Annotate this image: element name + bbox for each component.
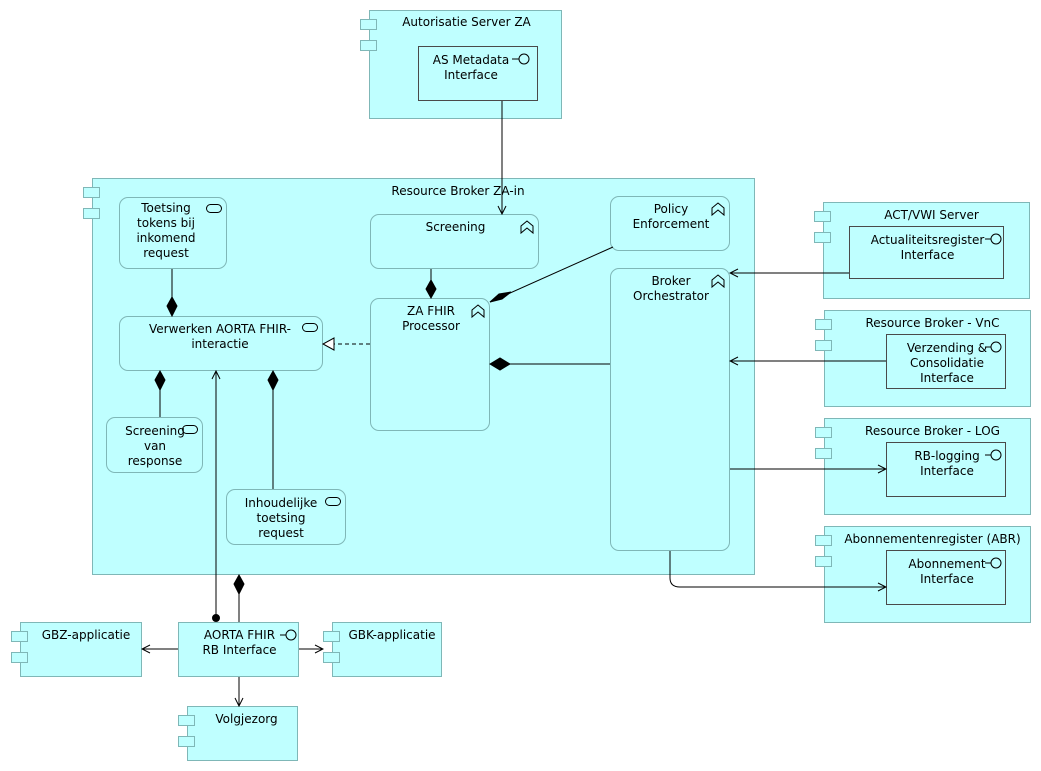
component-tab-icon: [83, 187, 100, 198]
interface-actualiteitsregister[interactable]: Actualiteitsregister Interface: [849, 226, 1004, 279]
component-tab-icon: [323, 652, 340, 663]
interface-verzending-consolidatie[interactable]: Verzending & Consolidatie Interface: [886, 334, 1006, 389]
component-gbk-applicatie[interactable]: GBK-applicatie: [332, 622, 442, 677]
label-act-vwi-server: ACT/VWI Server: [884, 208, 979, 222]
component-volgjezorg[interactable]: Volgjezorg: [187, 706, 298, 761]
component-tab-icon: [815, 448, 832, 459]
component-tab-icon: [178, 715, 195, 726]
component-tab-icon: [360, 19, 377, 30]
function-screening[interactable]: Screening: [370, 214, 539, 269]
component-tab-icon: [815, 535, 832, 546]
interface-as-metadata[interactable]: AS Metadata Interface: [418, 46, 538, 101]
interface-abonnement[interactable]: Abonnement Interface: [886, 550, 1006, 605]
component-tab-icon: [360, 40, 377, 51]
service-icon: [182, 425, 198, 434]
component-tab-icon: [11, 631, 28, 642]
label-aorta-fhir-rb: AORTA FHIR RB Interface: [202, 628, 277, 657]
label-toetsing-tokens: Toetsing tokens bij inkomend request: [136, 201, 196, 260]
component-tab-icon: [11, 652, 28, 663]
label-inhoudelijke-toetsing: Inhoudelijke toetsing request: [244, 496, 318, 540]
component-tab-icon: [178, 736, 195, 747]
label-verzending-consolidatie: Verzending & Consolidatie Interface: [906, 341, 988, 385]
label-resource-broker-vnc: Resource Broker - VnC: [865, 316, 1000, 330]
label-resource-broker-za-in: Resource Broker ZA-in: [391, 184, 525, 198]
label-broker-orchestrator: Broker Orchestrator: [633, 274, 709, 303]
interface-aorta-fhir-rb[interactable]: AORTA FHIR RB Interface: [178, 622, 299, 677]
component-tab-icon: [815, 340, 832, 351]
label-abonnementenregister: Abonnementenregister (ABR): [844, 532, 1021, 546]
label-autorisatie-server-za: Autorisatie Server ZA: [402, 15, 531, 29]
label-as-metadata: AS Metadata Interface: [432, 53, 510, 82]
label-volgjezorg: Volgjezorg: [215, 712, 278, 726]
label-resource-broker-log: Resource Broker - LOG: [865, 424, 1000, 438]
label-screening: Screening: [425, 220, 486, 234]
label-za-fhir-processor: ZA FHIR Processor: [402, 304, 460, 333]
service-toetsing-tokens[interactable]: Toetsing tokens bij inkomend request: [119, 197, 227, 269]
label-gbk-applicatie: GBK-applicatie: [348, 628, 436, 642]
component-gbz-applicatie[interactable]: GBZ-applicatie: [20, 622, 142, 677]
component-tab-icon: [815, 427, 832, 438]
label-policy-enforcement: Policy Enforcement: [632, 202, 710, 231]
function-broker-orchestrator[interactable]: Broker Orchestrator: [610, 268, 730, 551]
label-abonnement: Abonnement Interface: [908, 557, 986, 586]
component-tab-icon: [815, 556, 832, 567]
component-tab-icon: [83, 208, 100, 219]
label-rb-logging: RB-logging Interface: [914, 449, 980, 478]
component-tab-icon: [814, 232, 831, 243]
function-za-fhir-processor[interactable]: ZA FHIR Processor: [370, 298, 490, 431]
label-screening-response: Screening van response: [125, 424, 185, 468]
component-tab-icon: [815, 319, 832, 330]
service-icon: [325, 497, 341, 506]
service-icon: [206, 204, 222, 213]
function-policy-enforcement[interactable]: Policy Enforcement: [610, 196, 730, 251]
label-gbz-applicatie: GBZ-applicatie: [41, 628, 131, 642]
service-verwerken-aorta[interactable]: Verwerken AORTA FHIR- interactie: [119, 316, 323, 371]
label-actualiteitsregister: Actualiteitsregister Interface: [870, 233, 985, 262]
service-icon: [302, 323, 318, 332]
component-tab-icon: [323, 631, 340, 642]
component-tab-icon: [814, 211, 831, 222]
interface-rb-logging[interactable]: RB-logging Interface: [886, 442, 1006, 497]
diamond-rb-aorta: [233, 573, 245, 596]
label-verwerken-aorta: Verwerken AORTA FHIR- interactie: [148, 322, 292, 351]
